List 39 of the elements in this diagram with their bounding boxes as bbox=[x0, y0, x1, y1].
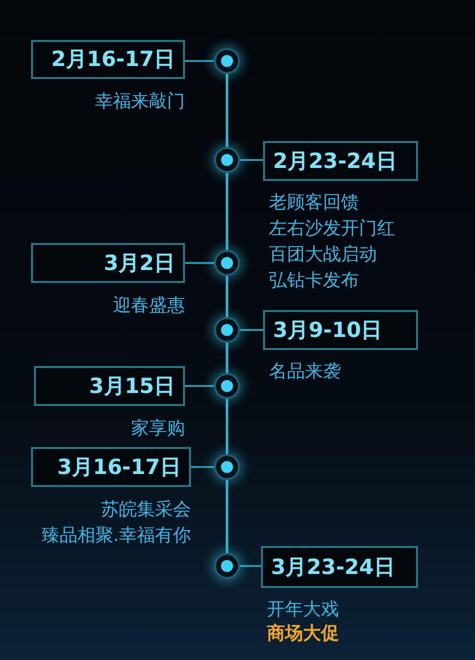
date-box bbox=[34, 366, 185, 406]
date-box bbox=[261, 546, 418, 588]
date-text: 2月16-17日 bbox=[51, 49, 175, 70]
connector-line bbox=[240, 329, 263, 331]
event-description: 幸福来敲门 bbox=[95, 90, 185, 114]
date-box bbox=[31, 40, 185, 79]
timeline-line bbox=[226, 276, 228, 317]
event-description: 老顾客回馈 bbox=[269, 191, 359, 215]
timeline-line bbox=[226, 480, 228, 553]
highlight-text: 商场大促 bbox=[267, 622, 339, 646]
connector-line bbox=[185, 385, 214, 387]
event-description: 迎春盛惠 bbox=[113, 294, 185, 318]
date-box bbox=[263, 310, 418, 350]
timeline-line bbox=[226, 74, 228, 147]
timeline-line bbox=[226, 343, 228, 373]
date-text: 3月23-24日 bbox=[271, 556, 395, 578]
date-text: 3月9-10日 bbox=[273, 320, 382, 340]
connector-line bbox=[185, 262, 214, 264]
connector-line bbox=[240, 565, 261, 567]
date-box bbox=[31, 243, 185, 283]
date-text: 3月2日 bbox=[104, 252, 175, 274]
connector-line bbox=[191, 466, 214, 468]
event-description: 名品来袭 bbox=[269, 360, 341, 384]
date-box bbox=[31, 447, 191, 487]
event-description: 左右沙发开门红 bbox=[269, 217, 395, 241]
event-description: 臻品相聚.幸福有你 bbox=[41, 524, 191, 548]
connector-line bbox=[240, 159, 263, 161]
date-text: 3月16-17日 bbox=[57, 456, 181, 478]
event-description: 苏皖集采会 bbox=[101, 498, 191, 522]
event-description: 弘钻卡发布 bbox=[269, 269, 359, 293]
date-text: 3月15日 bbox=[89, 376, 175, 396]
date-text: 2月23-24日 bbox=[273, 150, 397, 172]
date-box bbox=[263, 141, 418, 181]
timeline-line bbox=[226, 399, 228, 454]
event-description: 百团大战启动 bbox=[269, 243, 377, 267]
connector-line bbox=[185, 60, 214, 62]
timeline-line bbox=[226, 173, 228, 250]
event-description: 家享购 bbox=[131, 417, 185, 441]
event-description: 开年大戏 bbox=[267, 598, 339, 622]
